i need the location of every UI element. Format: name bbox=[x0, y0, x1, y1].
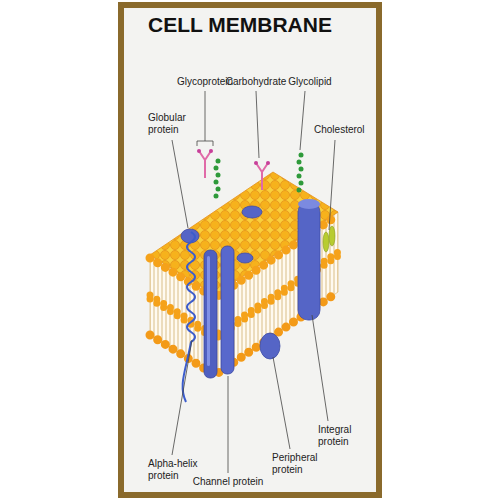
channel-highlight bbox=[207, 256, 210, 366]
part-label: Peripheral protein bbox=[272, 452, 327, 475]
part-label: Carbohydrate bbox=[226, 76, 287, 88]
part-label: Integral protein bbox=[318, 424, 368, 447]
glycan-branch bbox=[199, 151, 268, 190]
cholesterol bbox=[329, 226, 335, 246]
channel-protein bbox=[204, 250, 217, 378]
leader-line bbox=[172, 91, 335, 473]
surface-protein bbox=[237, 253, 253, 263]
globular-protein bbox=[181, 229, 199, 243]
part-label: Cholesterol bbox=[314, 124, 365, 136]
peripheral-protein bbox=[260, 333, 280, 359]
integral-protein bbox=[298, 202, 320, 320]
poster-frame bbox=[121, 5, 379, 495]
surface-protein bbox=[242, 206, 262, 218]
channel-protein bbox=[221, 246, 234, 374]
cholesterol bbox=[323, 232, 329, 252]
part-label: Glycoprotein bbox=[177, 76, 233, 88]
poster-title: CELL MEMBRANE bbox=[148, 13, 332, 37]
part-label: Glycolipid bbox=[288, 76, 331, 88]
part-label: Globular protein bbox=[148, 112, 200, 135]
carbohydrate-chain bbox=[214, 153, 304, 199]
integral-protein-top bbox=[298, 199, 320, 209]
alpha-helix bbox=[183, 232, 195, 402]
part-label: Channel protein bbox=[193, 476, 264, 488]
